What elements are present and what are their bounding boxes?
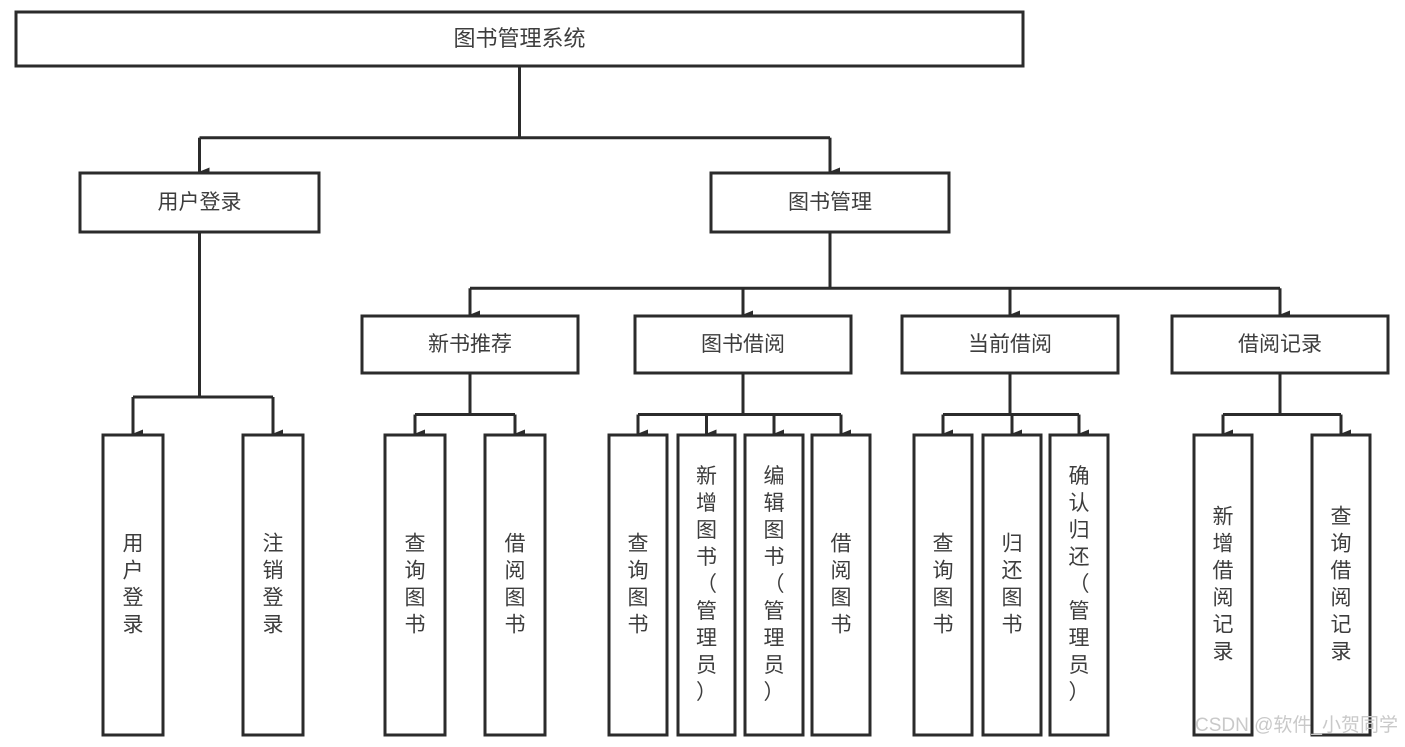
node-leaf-add-borrow-record[interactable]: 新增借阅记录 [1192, 433, 1254, 737]
node-box-leaf-logout [241, 433, 305, 737]
node-label-book-borrow: 图书借阅 [701, 333, 785, 356]
node-box-new-book-recommend [360, 314, 580, 375]
node-box-leaf-user-login [101, 433, 165, 737]
csdn-watermark: CSDN @软件_小贺同学 [1195, 714, 1398, 736]
node-leaf-logout[interactable]: 注销登录 [241, 433, 305, 737]
node-box-current-borrow [900, 314, 1120, 375]
node-label-user-login: 用户登录 [158, 191, 242, 214]
node-box-book-borrow [633, 314, 853, 375]
node-user-login[interactable]: 用户登录 [78, 171, 321, 234]
node-label-leaf-borrow-book-recommend: 借阅图书 [505, 533, 526, 637]
node-label-leaf-return-book: 归还图书 [1002, 533, 1023, 637]
node-box-leaf-return-book [981, 433, 1043, 737]
node-label-book-management: 图书管理 [788, 191, 872, 214]
node-label-leaf-borrow-book: 借阅图书 [831, 533, 852, 637]
node-box-user-login [78, 171, 321, 234]
node-box-leaf-confirm-return [1048, 433, 1110, 737]
node-borrow-records[interactable]: 借阅记录 [1170, 314, 1390, 375]
node-layer: 图书管理系统用户登录图书管理新书推荐图书借阅当前借阅借阅记录用户登录注销登录查询… [14, 10, 1390, 737]
node-label-leaf-query-book-borrow: 查询图书 [628, 533, 649, 637]
node-box-leaf-add-borrow-record [1192, 433, 1254, 737]
connector-group-new-book-recommend [413, 373, 525, 439]
node-book-borrow[interactable]: 图书借阅 [633, 314, 853, 375]
node-leaf-add-book[interactable]: 新增图书（管理员） [676, 433, 737, 737]
node-label-leaf-query-book-current: 查询图书 [933, 533, 954, 637]
node-leaf-query-book-borrow[interactable]: 查询图书 [607, 433, 669, 737]
node-label-leaf-logout: 注销登录 [263, 533, 284, 637]
node-root[interactable]: 图书管理系统 [14, 10, 1025, 68]
connector-group-book-management [468, 232, 1290, 320]
connector-group-current-borrow [941, 373, 1089, 439]
node-leaf-query-book-recommend[interactable]: 查询图书 [383, 433, 447, 737]
node-label-root: 图书管理系统 [453, 26, 585, 51]
node-box-leaf-borrow-book [810, 433, 872, 737]
node-leaf-return-book[interactable]: 归还图书 [981, 433, 1043, 737]
node-label-leaf-edit-book: 编辑图书（管理员） [764, 465, 785, 704]
node-box-leaf-borrow-book-recommend [483, 433, 547, 737]
connector-layer [131, 66, 1351, 439]
node-label-leaf-query-book-recommend: 查询图书 [405, 533, 426, 637]
connector-group-borrow-records [1221, 373, 1351, 439]
node-label-borrow-records: 借阅记录 [1238, 333, 1322, 356]
node-label-leaf-query-borrow-record: 查询借阅记录 [1331, 506, 1352, 664]
node-current-borrow[interactable]: 当前借阅 [900, 314, 1120, 375]
node-leaf-confirm-return[interactable]: 确认归还（管理员） [1048, 433, 1110, 737]
node-box-root [14, 10, 1025, 68]
node-label-current-borrow: 当前借阅 [968, 333, 1052, 356]
node-box-leaf-query-book-recommend [383, 433, 447, 737]
node-leaf-user-login[interactable]: 用户登录 [101, 433, 165, 737]
node-label-leaf-confirm-return: 确认归还（管理员） [1069, 465, 1090, 704]
node-leaf-borrow-book[interactable]: 借阅图书 [810, 433, 872, 737]
node-box-leaf-edit-book [743, 433, 805, 737]
node-leaf-borrow-book-recommend[interactable]: 借阅图书 [483, 433, 547, 737]
node-label-leaf-add-borrow-record: 新增借阅记录 [1213, 506, 1234, 664]
connector-group-root [198, 66, 840, 177]
node-box-leaf-query-borrow-record [1310, 433, 1372, 737]
node-box-leaf-query-book-current [912, 433, 974, 737]
node-book-management[interactable]: 图书管理 [709, 171, 951, 234]
node-box-borrow-records [1170, 314, 1390, 375]
node-leaf-edit-book[interactable]: 编辑图书（管理员） [743, 433, 805, 737]
node-new-book-recommend[interactable]: 新书推荐 [360, 314, 580, 375]
node-label-new-book-recommend: 新书推荐 [428, 333, 512, 356]
node-leaf-query-book-current[interactable]: 查询图书 [912, 433, 974, 737]
node-label-leaf-add-book: 新增图书（管理员） [696, 465, 717, 704]
connector-group-user-login [131, 232, 283, 439]
node-box-book-management [709, 171, 951, 234]
node-leaf-query-borrow-record[interactable]: 查询借阅记录 [1310, 433, 1372, 737]
node-box-leaf-add-book [676, 433, 737, 737]
node-label-leaf-user-login: 用户登录 [123, 533, 144, 637]
connector-group-book-borrow [636, 373, 851, 439]
node-box-leaf-query-book-borrow [607, 433, 669, 737]
